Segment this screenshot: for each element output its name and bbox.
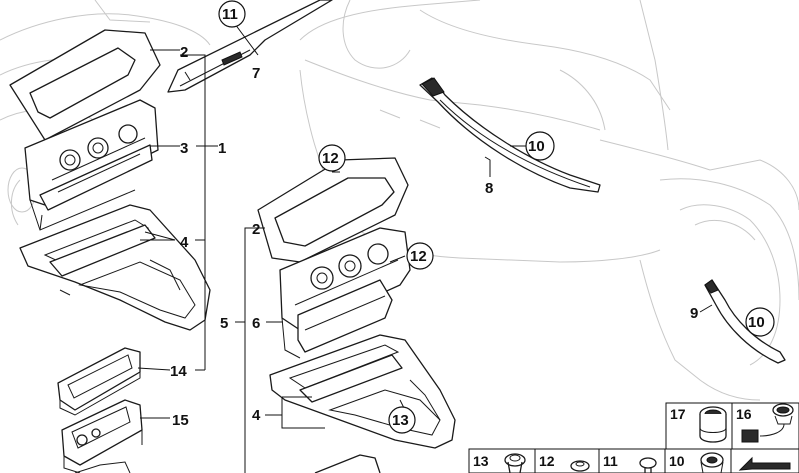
part-9-door-handle [704,279,786,364]
callout-13: 13 [392,412,409,429]
leader-lines [137,19,713,473]
arrow-icon [738,456,791,471]
part-3-control-panel-left [24,99,159,231]
part-7-trim-strip [167,0,333,93]
part-15-box [61,399,143,473]
legend-11: 11 [603,453,618,469]
callout-11-circle [218,0,246,28]
legend-17: 17 [670,406,686,422]
callout-10-lower: 10 [748,314,765,331]
callout-10-upper: 10 [528,138,545,155]
callout-11: 11 [222,6,238,23]
part-bottom-center-fragment [314,454,381,473]
callout-2-left: 2 [180,44,188,61]
callout-10-upper-circle [525,131,555,161]
part-2-display-bezel-center [257,157,409,263]
part-14-tray [57,347,141,416]
part-4-console-trim-left [19,204,211,331]
callout-4-center: 4 [252,407,261,424]
part-bottom-left-fragment [74,461,131,473]
callout-12-top: 12 [322,150,339,167]
callout-12-side-circle [406,242,434,270]
legend-12: 12 [539,453,555,469]
background-interior-outline [0,0,799,401]
callout-4-left: 4 [180,234,189,251]
callout-3: 3 [180,140,188,157]
callout-5: 5 [220,315,228,332]
callout-6: 6 [252,315,260,332]
legend-small-parts: 17 16 13 12 11 10 [468,402,799,473]
legend-10: 10 [669,453,685,469]
legend-13: 13 [473,453,489,469]
callout-13-circle [388,406,416,434]
callout-9: 9 [690,305,698,322]
callout-12-top-circle [318,144,346,172]
part-6-control-panel-center [279,227,411,359]
callout-7: 7 [252,65,260,82]
part-2-display-bezel-left [9,29,161,141]
callout-2-center: 2 [252,221,260,238]
callout-1: 1 [218,140,226,157]
callout-10-lower-circle [745,307,775,337]
part-8-door-handle [419,77,601,193]
callout-12-side: 12 [410,248,427,265]
callout-14: 14 [170,363,187,380]
callout-8: 8 [485,180,493,197]
legend-16: 16 [736,406,752,422]
callouts: 2 3 1 4 14 15 7 11 12 12 13 2 5 6 4 10 8… [170,0,775,434]
callout-15: 15 [172,412,189,429]
part-4-console-trim-center [269,334,456,449]
